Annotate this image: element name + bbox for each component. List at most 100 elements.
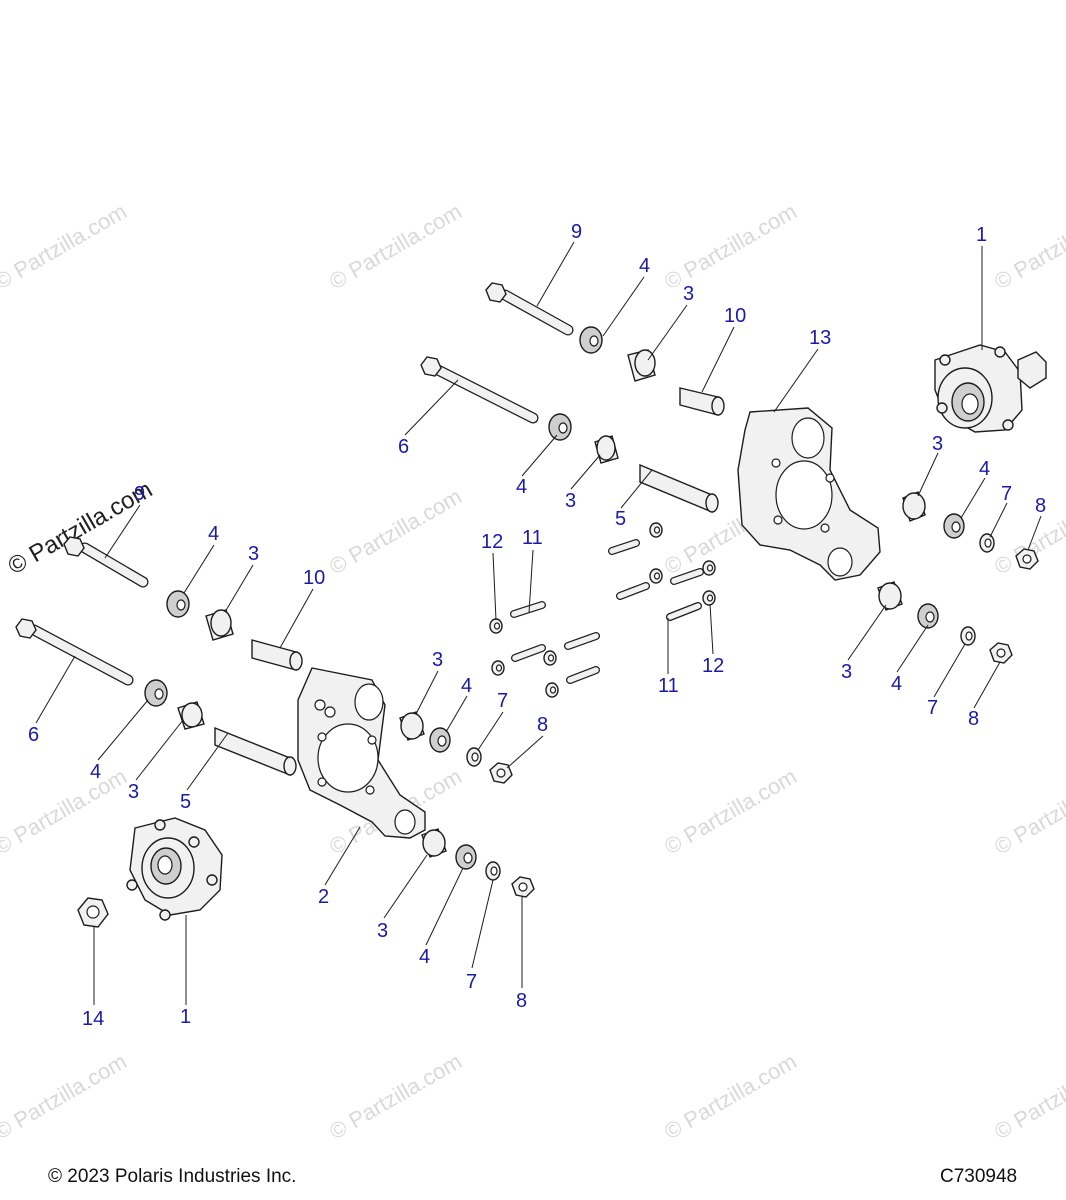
callout-4: 4 (979, 458, 990, 480)
sleeve-part-5 (639, 463, 719, 514)
bushing-part-3 (205, 609, 234, 641)
callout-8: 8 (1035, 495, 1046, 517)
nut-part-8 (511, 876, 535, 898)
washer-part-4 (579, 326, 603, 354)
washer-part-12 (702, 560, 716, 576)
callout-3: 3 (841, 661, 852, 683)
callout-7: 7 (466, 971, 477, 993)
bushing-part-3 (877, 581, 903, 611)
bushing-part-3 (627, 349, 656, 382)
callout-11: 11 (522, 527, 543, 549)
washer-part-12 (543, 650, 557, 666)
callout-4: 4 (516, 476, 527, 498)
callout-10: 10 (724, 305, 746, 327)
watermark-group: © Partzilla.com © Partzilla.com © Partzi… (0, 199, 1066, 1145)
callout-4: 4 (419, 946, 430, 968)
bushing-part-3 (594, 435, 619, 464)
callout-3: 3 (683, 283, 694, 305)
washer-part-4 (144, 679, 168, 707)
hub-part-1 (126, 817, 223, 921)
callout-8: 8 (537, 714, 548, 736)
nut-part-8 (989, 642, 1013, 664)
nut-part-14 (77, 897, 109, 928)
copyright-text: © 2023 Polaris Industries Inc. (48, 1166, 297, 1187)
callout-11: 11 (658, 675, 679, 697)
washer-part-12 (491, 660, 505, 676)
callout-4: 4 (639, 255, 650, 277)
washer-part-7 (960, 626, 976, 646)
bolt-part-11 (566, 666, 600, 684)
nut-part-8 (1015, 548, 1039, 570)
watermark: © Partzilla.com (660, 1049, 801, 1145)
hub-part-1 (934, 344, 1047, 433)
watermark: © Partzilla.com (660, 764, 801, 860)
callout-3: 3 (432, 649, 443, 671)
callout-3: 3 (128, 781, 139, 803)
washer-part-4 (455, 844, 477, 870)
callout-14: 14 (82, 1008, 104, 1030)
washer-part-7 (979, 533, 995, 553)
washer-part-12 (545, 682, 559, 698)
washer-part-12 (649, 568, 663, 584)
bolt-part-11 (510, 601, 546, 618)
callout-3: 3 (932, 433, 943, 455)
callout-3: 3 (248, 543, 259, 565)
sleeve-part-10 (679, 387, 725, 416)
washer-part-4 (548, 413, 572, 441)
nut-part-8 (489, 762, 513, 784)
watermark: © Partzilla.com (325, 199, 466, 295)
washer-part-4 (943, 513, 965, 539)
watermark: © Partzilla.com (990, 1049, 1066, 1145)
washer-part-7 (485, 861, 501, 881)
watermark: © Partzilla.com (325, 1049, 466, 1145)
callout-6: 6 (398, 436, 409, 458)
knuckle-part-13 (737, 407, 881, 581)
sleeve-part-10 (251, 639, 303, 671)
callout-1: 1 (180, 1006, 191, 1028)
bolt-part-11 (564, 632, 600, 650)
callout-1: 1 (976, 224, 987, 246)
watermark: © Partzilla.com (0, 199, 131, 295)
sleeve-part-5 (214, 726, 297, 777)
leader-lines (35, 241, 1042, 1005)
bolt-part-11 (616, 582, 650, 600)
bolt-part-11 (608, 539, 640, 555)
watermark: © Partzilla.com (325, 484, 466, 580)
bolt-part-6 (420, 356, 539, 424)
callout-4: 4 (891, 673, 902, 695)
bushing-part-3 (399, 711, 425, 741)
callout-7: 7 (497, 690, 508, 712)
callout-5: 5 (615, 508, 626, 530)
watermark: © Partzilla.com (0, 764, 131, 860)
callout-12: 12 (481, 531, 503, 553)
callout-2: 2 (318, 886, 329, 908)
callout-labels: 9 4 3 10 13 1 6 4 3 5 3 4 7 8 12 11 3 4 … (28, 221, 1046, 1030)
washer-part-12 (702, 590, 716, 606)
bushing-part-3 (421, 828, 447, 858)
bolt-part-11 (666, 602, 702, 621)
callout-4: 4 (208, 523, 219, 545)
watermark: © Partzilla.com (990, 764, 1066, 860)
watermark: © Partzilla.com (660, 199, 801, 295)
bolt-part-6 (15, 618, 134, 686)
washer-part-4 (429, 727, 451, 753)
bolt-part-9 (485, 282, 574, 336)
bolt-part-9 (63, 536, 149, 588)
callout-5: 5 (180, 791, 191, 813)
washer-part-4 (917, 603, 939, 629)
bolt-part-11 (511, 644, 546, 662)
callout-13: 13 (809, 327, 831, 349)
callout-4: 4 (90, 761, 101, 783)
callout-4: 4 (461, 675, 472, 697)
callout-8: 8 (516, 990, 527, 1012)
washer-part-12 (489, 618, 503, 634)
callout-3: 3 (565, 490, 576, 512)
bushing-part-3 (177, 701, 205, 730)
washer-part-7 (466, 747, 482, 767)
callout-9: 9 (571, 221, 582, 243)
callout-12: 12 (702, 655, 724, 677)
bolt-part-11 (670, 568, 704, 585)
knuckle-part-2 (297, 667, 426, 839)
callout-10: 10 (303, 567, 325, 589)
